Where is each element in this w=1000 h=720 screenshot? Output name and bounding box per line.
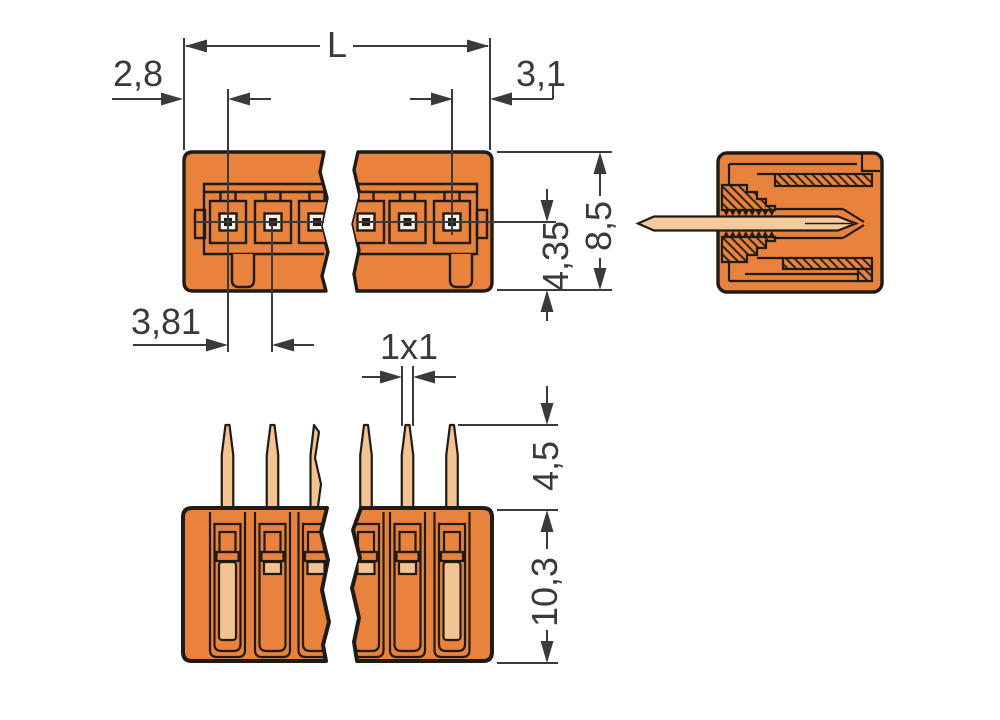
dimension-arrows <box>161 39 607 663</box>
dim-4-5-label: 4,5 <box>525 440 566 492</box>
dim-2-8-label: 2,8 <box>112 53 164 94</box>
dim-1x1-label: 1x1 <box>379 326 439 367</box>
dim-3-81-label: 3,81 <box>130 301 202 342</box>
dim-4-35-label: 4,35 <box>535 220 576 292</box>
dim-8-5-label: 8,5 <box>578 200 619 252</box>
side-view-drawing <box>635 151 884 294</box>
side-view-pin <box>635 215 860 232</box>
dim-overall-length-label: L <box>326 24 348 65</box>
dimension-lines <box>112 38 612 664</box>
bottom-view-drawing <box>181 423 494 663</box>
dim-10-3-label: 10,3 <box>524 556 565 628</box>
dim-3-1-label: 3,1 <box>515 53 567 94</box>
